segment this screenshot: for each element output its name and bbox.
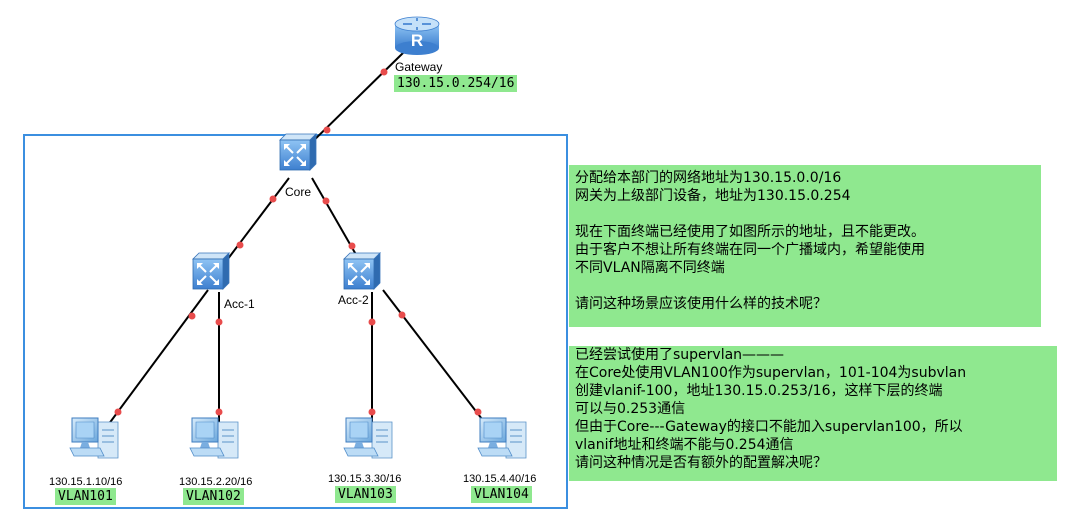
vlan-tag: VLAN101 [55, 488, 116, 505]
core-label: Core [285, 185, 311, 199]
port-dot [323, 126, 331, 134]
port-dot [380, 68, 388, 76]
port-dot [215, 408, 223, 416]
port-dot [322, 197, 330, 205]
acc2-label: Acc-2 [338, 293, 369, 307]
note-line: vlanif地址和终端不能与0.254通信 [575, 437, 794, 453]
pc-icon [69, 417, 119, 459]
pc-icon [343, 417, 393, 459]
note-line: 但由于Core---Gateway的接口不能加入supervlan100，所以 [575, 419, 963, 435]
pc-ip: 130.15.4.40/16 [463, 473, 536, 485]
note-line: 请问这种场景应该使用什么样的技术呢？ [575, 296, 827, 312]
router-icon: R [394, 16, 440, 55]
port-dot [348, 242, 356, 250]
switch-icon [343, 252, 381, 290]
acc1-label: Acc-1 [224, 297, 255, 311]
port-dot [269, 195, 277, 203]
switch-icon [279, 133, 317, 171]
pc-ip: 130.15.1.10/16 [49, 476, 122, 488]
note-line: 创建vlanif-100，地址130.15.0.253/16，这样下层的终端 [575, 383, 943, 399]
scenario-note: 分配给本部门的网络地址为130.15.0.0/16 网关为上级部门设备，地址为1… [569, 165, 1041, 327]
port-dot [215, 318, 223, 326]
note-line: 不同VLAN隔离不同终端 [575, 260, 725, 276]
port-dot [188, 312, 196, 320]
note-line: 在Core处使用VLAN100作为supervlan，101-104为subvl… [575, 365, 967, 381]
note-line: 可以与0.253通信 [575, 401, 686, 417]
note-line: 请问这种情况是否有额外的配置解决呢？ [575, 455, 827, 471]
port-dot [114, 408, 122, 416]
vlan-tag: VLAN103 [335, 486, 396, 503]
vlan-tag: VLAN102 [183, 488, 244, 505]
vlan-tag: VLAN104 [471, 486, 532, 503]
link-core-acc1 [217, 177, 290, 273]
pc-ip: 130.15.3.30/16 [328, 473, 401, 485]
note-line: 现在下面终端已经使用了如图所示的地址，且不能更改。 [575, 224, 925, 240]
port-dot [474, 408, 482, 416]
router-symbol: R [411, 31, 423, 50]
note-blank-line [575, 205, 1035, 223]
link-gateway-core [303, 51, 405, 151]
note-line: 已经尝试使用了supervlan——— [575, 347, 785, 363]
gateway-ip-tag: 130.15.0.254/16 [394, 75, 518, 92]
port-dot [398, 311, 406, 319]
note-line: 由于客户不想让所有终端在同一个广播域内，希望能使用 [575, 242, 925, 258]
port-dot [368, 318, 376, 326]
port-dot [236, 241, 244, 249]
pc-icon [189, 417, 239, 459]
pc-icon [477, 417, 527, 459]
note-line: 网关为上级部门设备，地址为130.15.0.254 [575, 188, 851, 204]
switch-icon [192, 252, 230, 290]
link-acc1-pc1 [96, 289, 209, 441]
gateway-label: Gateway [395, 60, 442, 74]
note-blank-line [575, 277, 1035, 295]
pc-ip: 130.15.2.20/16 [179, 476, 252, 488]
port-dot [368, 408, 376, 416]
note-line: 分配给本部门的网络地址为130.15.0.0/16 [575, 170, 842, 186]
attempt-note: 已经尝试使用了supervlan——— 在Core处使用VLAN100作为sup… [569, 346, 1057, 481]
